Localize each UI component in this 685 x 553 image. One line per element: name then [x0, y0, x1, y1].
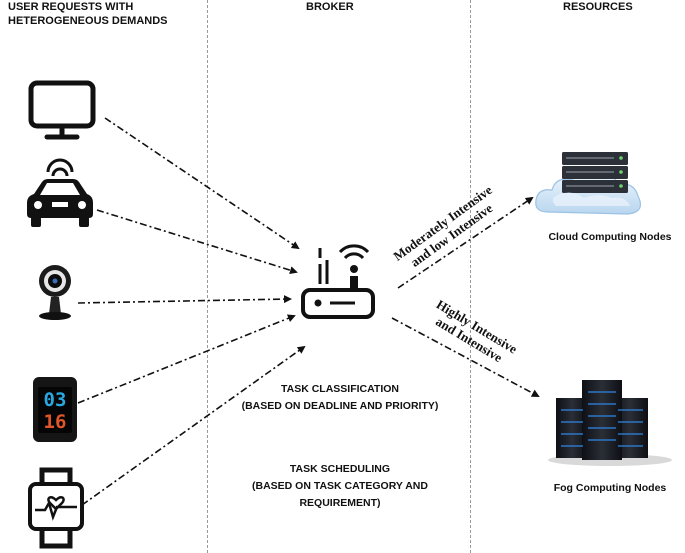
arrow-router-fog — [391, 317, 540, 397]
arrow-router-cloud — [397, 196, 534, 289]
arrow-watch-router — [77, 314, 296, 404]
cloud-server-icon — [535, 152, 641, 215]
arrow-car-router — [96, 209, 298, 275]
camera-icon — [39, 265, 71, 320]
car-icon — [27, 158, 93, 227]
task-classification-caption: TASK CLASSIFICATION (BASED ON DEADLINE A… — [241, 383, 439, 412]
divider-right — [470, 0, 471, 553]
fog-server-icon — [548, 380, 672, 466]
arrow-band-router — [81, 345, 306, 506]
fog-nodes-label: Fog Computing Nodes — [553, 482, 667, 494]
watch-digits-top: 03 — [44, 389, 67, 411]
task-scheduling-caption: TASK SCHEDULING (BASED ON TASK CATEGORY … — [252, 463, 428, 509]
cloud-nodes-label: Cloud Computing Nodes — [548, 231, 672, 243]
arrow-camera-router — [77, 295, 292, 304]
watch-digits-bottom: 16 — [44, 411, 67, 433]
smartwatch-icon: 03 16 — [33, 377, 77, 442]
users-column-title: USER REQUESTS WITH HETEROGENEOUS DEMANDS — [8, 1, 168, 27]
router-icon — [301, 244, 375, 319]
broker-column-title: BROKER — [306, 1, 354, 13]
arrow-monitor-router — [104, 117, 300, 250]
monitor-icon — [28, 80, 96, 140]
fitness-band-icon — [28, 467, 84, 549]
divider-left — [207, 0, 208, 553]
resources-column-title: RESOURCES — [563, 1, 633, 13]
